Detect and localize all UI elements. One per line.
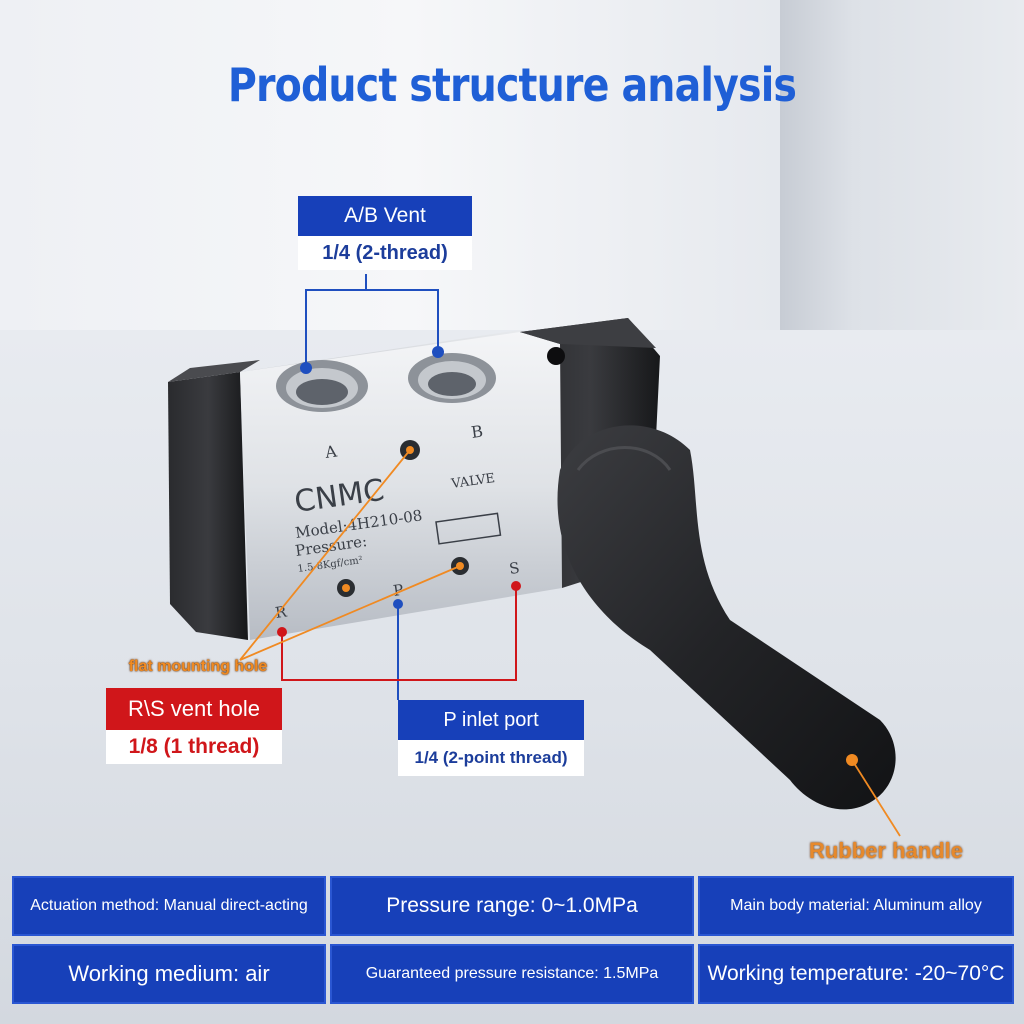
valve-word: VALVE bbox=[449, 471, 496, 492]
port-r-letter: R bbox=[274, 602, 288, 621]
rubber-handle-shape bbox=[557, 425, 896, 810]
port-a-thread bbox=[276, 360, 368, 412]
spec-working-temperature: Working temperature: -20~70°C bbox=[698, 944, 1014, 1004]
port-b-thread bbox=[408, 353, 496, 403]
ab-vent-thread: 1/4 (2-thread) bbox=[298, 236, 472, 270]
valve-symbol bbox=[435, 512, 502, 545]
rs-vent-callout: R\S vent hole 1/8 (1 thread) bbox=[106, 688, 282, 764]
ab-vent-label: A/B Vent bbox=[298, 196, 472, 236]
port-p-letter: P bbox=[392, 581, 405, 600]
p-inlet-label: P inlet port bbox=[398, 700, 584, 740]
background-wall-corner bbox=[780, 0, 1024, 330]
left-end-cap bbox=[168, 360, 260, 640]
spec-actuation-method: Actuation method: Manual direct-acting bbox=[12, 876, 326, 936]
ab-vent-callout: A/B Vent 1/4 (2-thread) bbox=[298, 196, 472, 270]
page-title: Product structure analysis bbox=[227, 58, 797, 112]
spec-body-material: Main body material: Aluminum alloy bbox=[698, 876, 1014, 936]
rs-vent-label: R\S vent hole bbox=[106, 688, 282, 730]
p-inlet-callout: P inlet port 1/4 (2-point thread) bbox=[398, 700, 584, 776]
rs-vent-thread: 1/8 (1 thread) bbox=[106, 730, 282, 764]
p-inlet-thread: 1/4 (2-point thread) bbox=[398, 740, 584, 776]
rubber-handle-label: Rubber handle bbox=[808, 838, 963, 863]
spec-row-2: Working medium: air Guaranteed pressure … bbox=[12, 944, 1014, 1004]
spec-pressure-range: Pressure range: 0~1.0MPa bbox=[330, 876, 694, 936]
ab-leader bbox=[305, 274, 439, 368]
port-b-letter: B bbox=[470, 422, 484, 442]
spec-working-medium: Working medium: air bbox=[12, 944, 326, 1004]
flat-mounting-hole-label: flat mounting hole bbox=[128, 658, 268, 675]
spec-row-1: Actuation method: Manual direct-acting P… bbox=[12, 876, 1014, 936]
spec-pressure-resistance: Guaranteed pressure resistance: 1.5MPa bbox=[330, 944, 694, 1004]
port-a-letter: A bbox=[323, 441, 339, 462]
port-s-letter: S bbox=[508, 559, 521, 578]
